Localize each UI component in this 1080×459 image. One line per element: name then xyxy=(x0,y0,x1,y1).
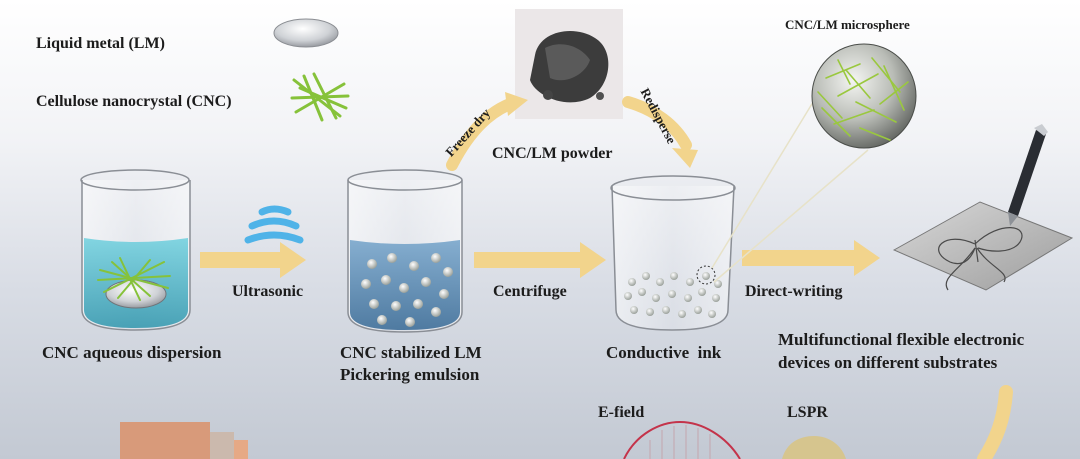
redisperse-arrowhead xyxy=(672,148,698,168)
ultrasonic-arrow xyxy=(200,242,306,278)
zoom-line-upper xyxy=(711,93,819,269)
lspr-partial-sphere xyxy=(782,436,846,459)
liquid-metal-drop-icon xyxy=(273,18,339,48)
conductive-ink-label: Conductive ink xyxy=(606,343,722,362)
devices-label-line2: devices on different substrates xyxy=(778,353,998,372)
flexible-device-paper xyxy=(892,124,1074,291)
direct-writing-arrow xyxy=(742,240,880,276)
efield-label: E-field xyxy=(598,404,645,421)
centrifuge-label: Centrifuge xyxy=(493,283,567,300)
efield-partial-ring xyxy=(623,420,741,459)
lspr-label: LSPR xyxy=(787,404,828,421)
cnc-lm-microsphere xyxy=(811,43,917,149)
microsphere-label: CNC/LM microsphere xyxy=(785,17,910,32)
beaker-pickering-emulsion xyxy=(347,169,463,333)
butterfly-pattern xyxy=(938,227,1023,291)
cnc-fiber-icon xyxy=(290,72,350,122)
cnc-lm-powder-photo xyxy=(515,9,623,119)
devices-label-line1: Multifunctional flexible electronic xyxy=(778,330,1025,349)
beaker-cnc-dispersion xyxy=(80,169,191,331)
freeze-dry-arrow xyxy=(446,98,516,171)
legend-liquid-metal-label: Liquid metal (LM) xyxy=(36,35,165,52)
ultrasonic-label: Ultrasonic xyxy=(232,283,304,300)
bottom-device-partial xyxy=(120,422,248,459)
cnc-dispersion-label: CNC aqueous dispersion xyxy=(42,343,222,362)
zoom-line-lower xyxy=(713,149,869,283)
powder-label: CNC/LM powder xyxy=(492,145,613,162)
ultrasonic-wave-icon xyxy=(244,205,304,244)
pen-icon xyxy=(1008,124,1048,226)
redisperse-arrow xyxy=(622,96,692,151)
legend-cnc-label: Cellulose nanocrystal (CNC) xyxy=(36,93,232,110)
downward-curve-arrow xyxy=(977,385,1013,459)
pickering-label-line2: Pickering emulsion xyxy=(340,365,480,384)
centrifuge-arrow xyxy=(474,242,606,278)
direct-writing-label: Direct-writing xyxy=(745,283,843,300)
efield-partial-lines xyxy=(649,425,711,459)
freeze-dry-arrowhead xyxy=(505,92,528,116)
beaker-conductive-ink xyxy=(610,175,736,331)
pickering-label-line1: CNC stabilized LM xyxy=(340,343,482,362)
